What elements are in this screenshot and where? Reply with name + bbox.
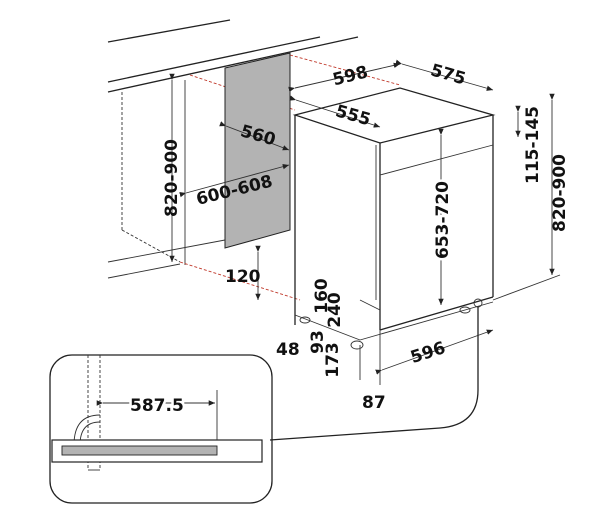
label-587-5: 587.5 — [130, 396, 184, 416]
label-240: 240 — [325, 292, 345, 328]
label-total-height: 820-900 — [550, 154, 570, 232]
label-173: 173 — [323, 342, 343, 378]
label-598: 598 — [331, 62, 370, 90]
label-87: 87 — [362, 393, 386, 413]
label-596: 596 — [408, 338, 448, 368]
label-door-height: 653-720 — [433, 181, 453, 259]
label-555: 555 — [333, 101, 373, 130]
label-160: 160 — [312, 278, 332, 314]
label-575: 575 — [428, 60, 468, 89]
dimension-lines — [169, 59, 561, 385]
dishwasher-body — [292, 87, 496, 350]
niche-side-panel — [224, 52, 291, 249]
label-120: 120 — [225, 267, 261, 287]
label-48: 48 — [276, 340, 300, 360]
label-niche-height: 820-900 — [162, 139, 182, 217]
label-93: 93 — [308, 330, 328, 354]
detail-inset: 587.5 — [49, 307, 479, 504]
label-115-145: 115-145 — [523, 106, 543, 184]
